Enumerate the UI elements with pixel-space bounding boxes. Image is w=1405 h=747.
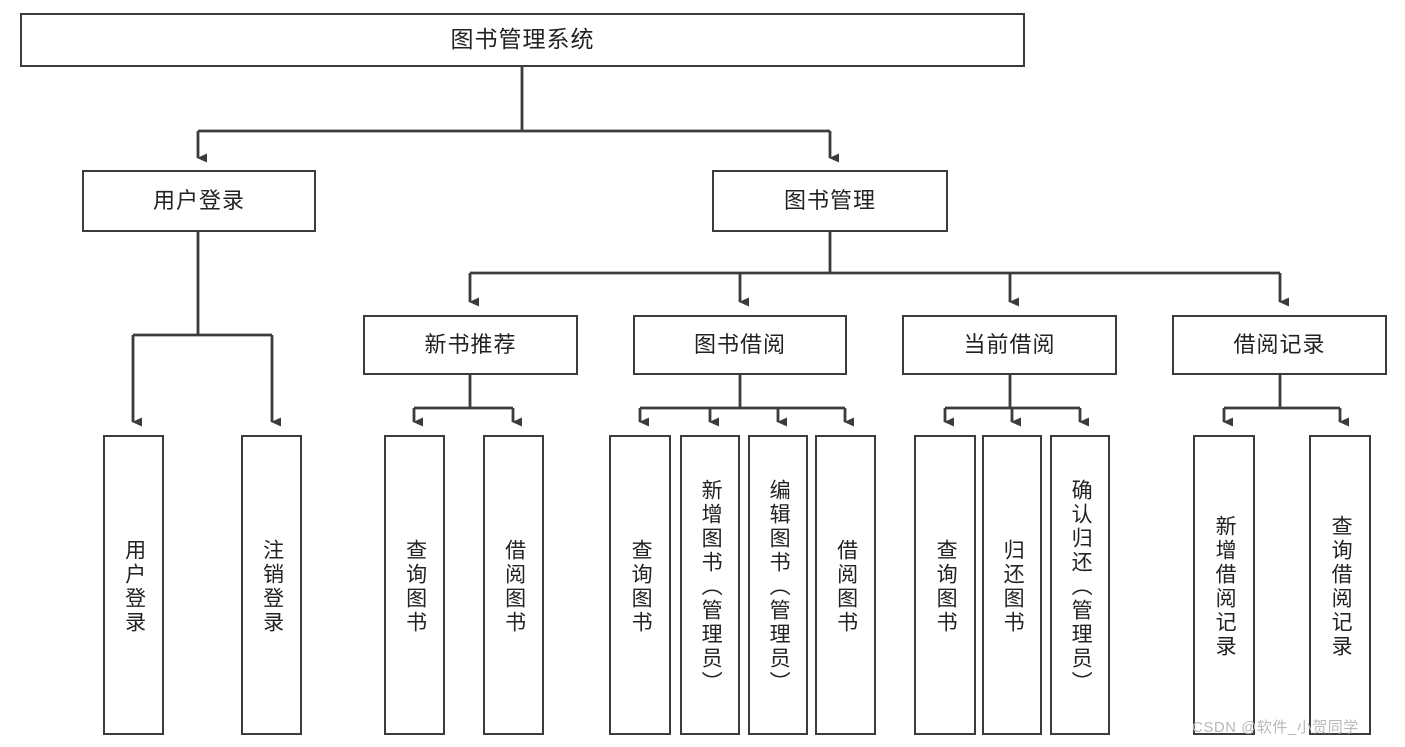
- node-borrow-record[interactable]: 借阅记录: [1172, 315, 1387, 375]
- leaf-current-confirm-return-admin[interactable]: 确认归还（管理员）: [1050, 435, 1110, 735]
- leaf-borrow-query-book[interactable]: 查询图书: [609, 435, 671, 735]
- leaf-borrow-borrow-book[interactable]: 借阅图书: [815, 435, 876, 735]
- leaf-recommend-query-book[interactable]: 查询图书: [384, 435, 445, 735]
- node-current-borrow[interactable]: 当前借阅: [902, 315, 1117, 375]
- leaf-user-logout[interactable]: 注销登录: [241, 435, 302, 735]
- node-root-system[interactable]: 图书管理系统: [20, 13, 1025, 67]
- node-book-borrow[interactable]: 图书借阅: [633, 315, 847, 375]
- node-new-book-recommend[interactable]: 新书推荐: [363, 315, 578, 375]
- leaf-recommend-borrow-book[interactable]: 借阅图书: [483, 435, 544, 735]
- leaf-borrow-edit-book-admin[interactable]: 编辑图书（管理员）: [748, 435, 808, 735]
- leaf-current-return-book[interactable]: 归还图书: [982, 435, 1042, 735]
- leaf-borrow-add-book-admin[interactable]: 新增图书（管理员）: [680, 435, 740, 735]
- node-user-login[interactable]: 用户登录: [82, 170, 316, 232]
- node-book-management[interactable]: 图书管理: [712, 170, 948, 232]
- leaf-record-query-borrow-record[interactable]: 查询借阅记录: [1309, 435, 1371, 735]
- leaf-current-query-book[interactable]: 查询图书: [914, 435, 976, 735]
- leaf-user-login[interactable]: 用户登录: [103, 435, 164, 735]
- leaf-record-add-borrow-record[interactable]: 新增借阅记录: [1193, 435, 1255, 735]
